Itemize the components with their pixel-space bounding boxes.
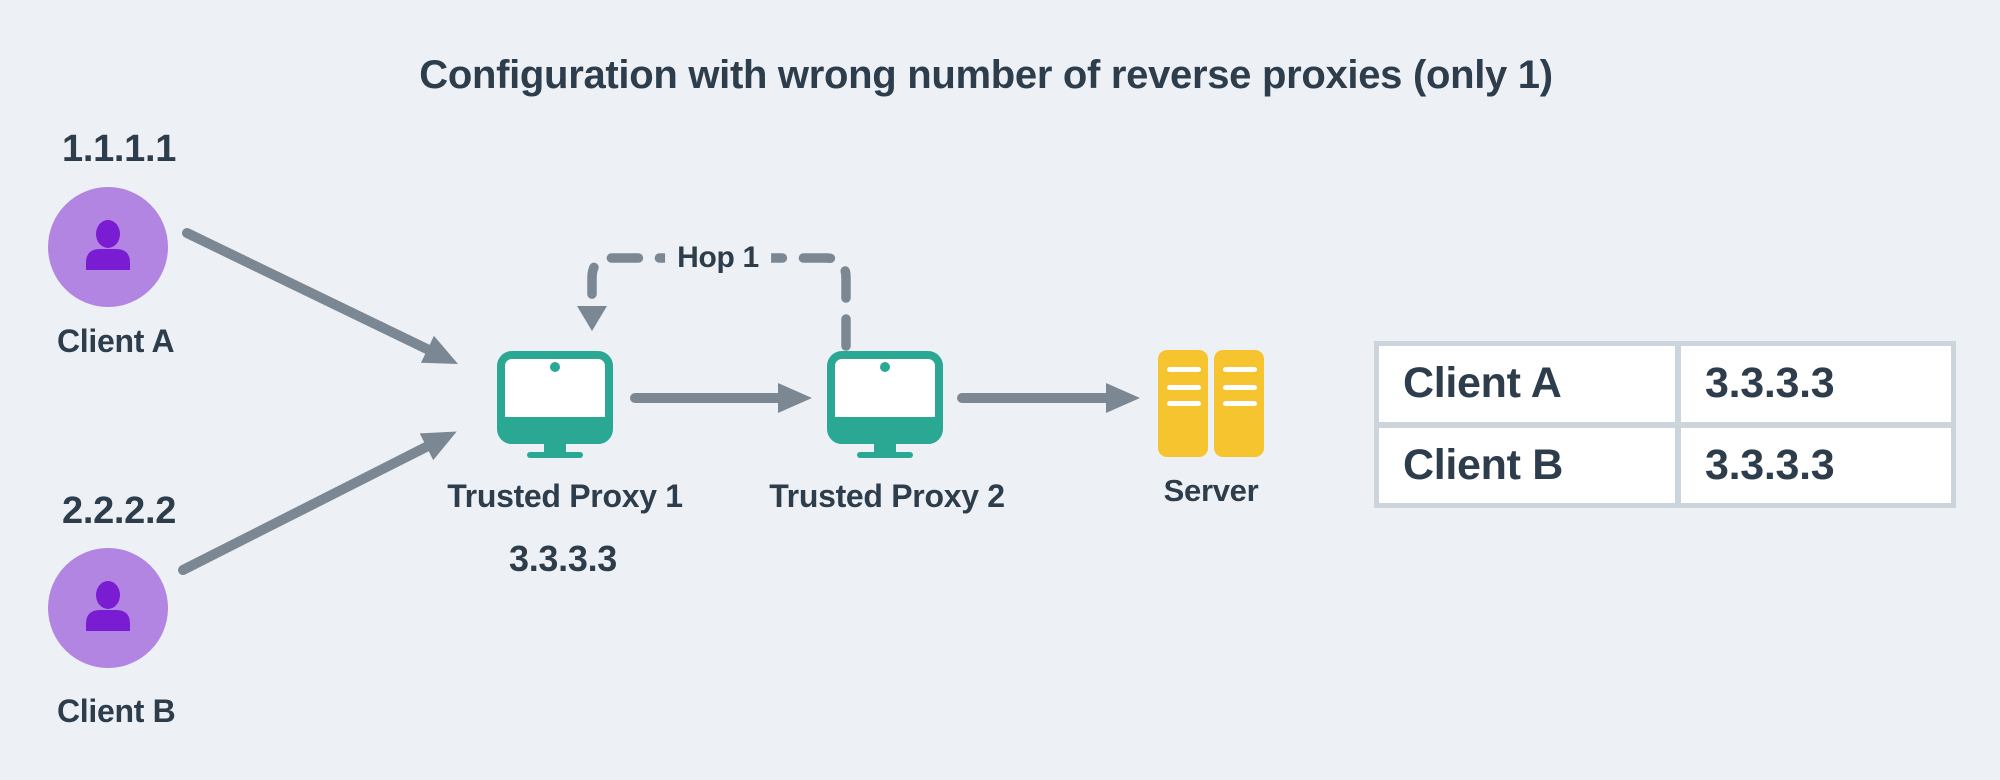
client-a-ip: 1.1.1.1 <box>62 128 177 170</box>
table-cell-client-b: Client B <box>1379 427 1675 503</box>
hop-label: Hop 1 <box>665 238 771 278</box>
proxy1-ip: 3.3.3.3 <box>509 538 617 579</box>
client-b-label: Client B <box>57 693 176 729</box>
arrow-client-a-to-proxy1 <box>182 228 459 365</box>
server-label: Server <box>1163 473 1259 508</box>
client-b-avatar <box>48 548 168 668</box>
client-a-label: Client A <box>57 323 175 359</box>
monitor-icon <box>497 351 613 458</box>
table-cell-client-a-ip: 3.3.3.3 <box>1681 346 1951 422</box>
server-icon <box>1158 350 1264 457</box>
table-cell-client-b-ip: 3.3.3.3 <box>1681 427 1951 503</box>
arrow-client-b-to-proxy1 <box>178 431 457 575</box>
user-icon <box>86 220 130 270</box>
hop-arrowhead-icon <box>577 306 607 331</box>
proxy2-label: Trusted Proxy 2 <box>769 478 1005 514</box>
user-icon <box>86 581 130 631</box>
diagram-title: Configuration with wrong number of rever… <box>419 53 1553 97</box>
proxy1-label: Trusted Proxy 1 <box>447 478 683 514</box>
client-a-avatar <box>48 187 168 307</box>
client-b-ip: 2.2.2.2 <box>62 490 177 532</box>
client-ip-mapping-table: Client A 3.3.3.3 Client B 3.3.3.3 <box>1374 341 1956 508</box>
table-cell-client-a: Client A <box>1379 346 1675 422</box>
monitor-icon <box>827 351 943 458</box>
